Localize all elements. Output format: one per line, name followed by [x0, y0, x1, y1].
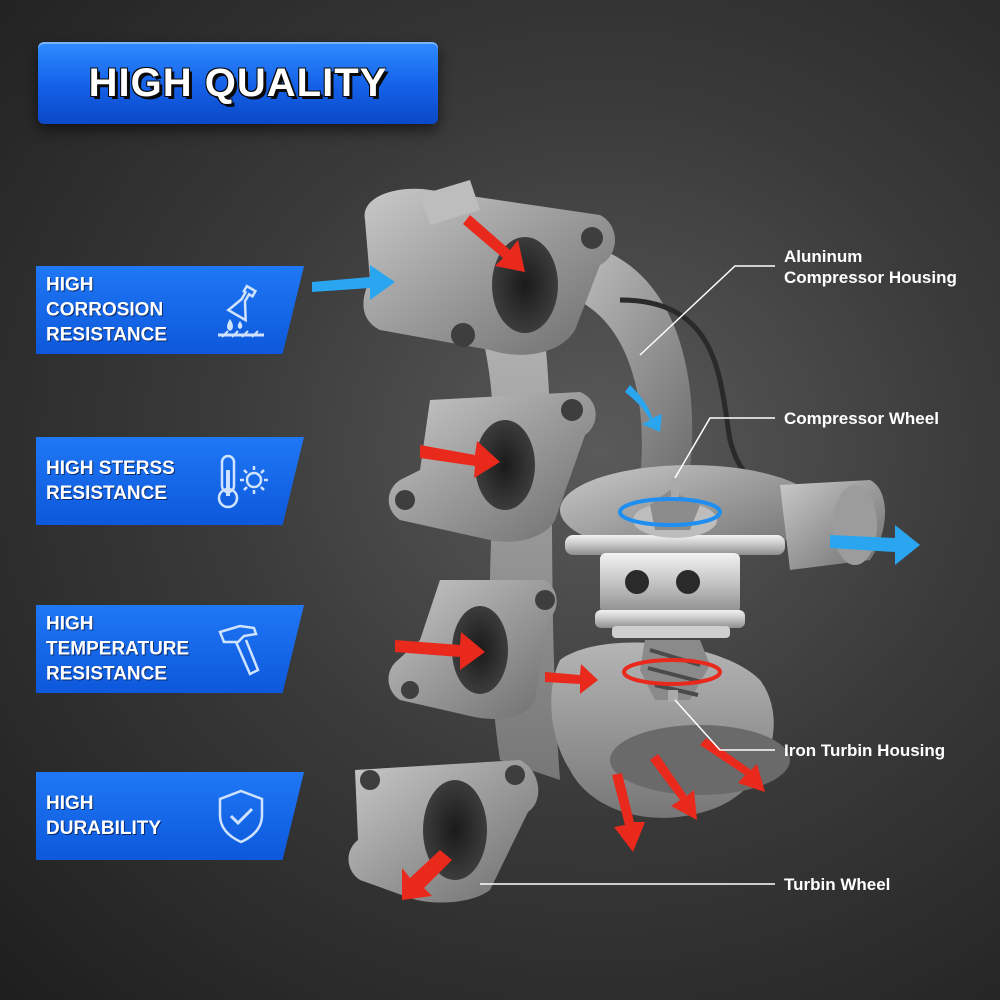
exhaust-out-arrow-3: [700, 738, 765, 792]
exhaust-in-arrow-1: [463, 215, 525, 272]
feature-corrosion-resistance: HIGH CORROSION RESISTANCE: [36, 266, 304, 354]
feature-line: HIGH: [46, 274, 94, 296]
callout-line: Aluninum: [784, 247, 863, 266]
feature-line: CORROSION: [46, 299, 164, 321]
callout-line: Compressor Housing: [784, 268, 957, 287]
feature-line: TEMPERATURE: [46, 638, 190, 660]
shield-check-icon: [218, 789, 264, 844]
corrosion-flask-icon: [218, 284, 264, 338]
turbine-rotation-arrow: [622, 658, 722, 686]
callout-line-turbine-housing: [674, 699, 775, 751]
callout-line-compressor-housing: [639, 265, 775, 356]
callout-compressor-housing: Aluninum Compressor Housing: [784, 246, 957, 288]
callout-line-compressor-wheel: [674, 417, 775, 479]
exhaust-flange-2: [388, 392, 596, 542]
callout-turbine-housing: Iron Turbin Housing: [784, 741, 946, 760]
feature-line: HIGH: [46, 793, 94, 814]
feature-durability: HIGH DURABILITY: [36, 772, 304, 860]
feature-line: RESISTANCE: [46, 483, 168, 504]
exhaust-out-arrow-1: [612, 773, 645, 852]
exhaust-out-arrow-2: [650, 754, 697, 820]
banner-title: HIGH QUALITY: [88, 60, 388, 105]
center-housing: [565, 535, 785, 638]
exhaust-in-arrow-3: [395, 632, 485, 670]
exhaust-flange-1: [363, 180, 615, 355]
exhaust-flange-4: [348, 760, 539, 903]
air-flow-arrow: [625, 385, 662, 432]
hammer-icon: [218, 624, 260, 676]
feature-line: RESISTANCE: [46, 663, 168, 685]
exhaust-in-arrow-2: [420, 441, 500, 478]
callout-compressor-wheel: Compressor Wheel: [784, 409, 939, 428]
exhaust-in-arrow-5: [545, 664, 598, 694]
feature-line: HIGH: [46, 613, 94, 635]
feature-line: HIGH STERSS: [46, 458, 175, 479]
feature-line: RESISTANCE: [46, 324, 168, 346]
thermometer-sun-icon: [217, 454, 268, 509]
callout-turbine-wheel: Turbin Wheel: [784, 875, 891, 894]
high-quality-banner: HIGH QUALITY: [38, 42, 438, 124]
feature-line: DURABILITY: [46, 818, 162, 839]
compressor-rotation-arrow: [618, 497, 722, 527]
feature-temperature-resistance: HIGH TEMPERATURE RESISTANCE: [36, 605, 304, 693]
air-outlet-arrow: [830, 525, 920, 565]
feature-stress-resistance: HIGH STERSS RESISTANCE: [36, 437, 304, 525]
exhaust-in-arrow-4: [402, 850, 452, 900]
air-intake-arrow: [312, 265, 395, 300]
